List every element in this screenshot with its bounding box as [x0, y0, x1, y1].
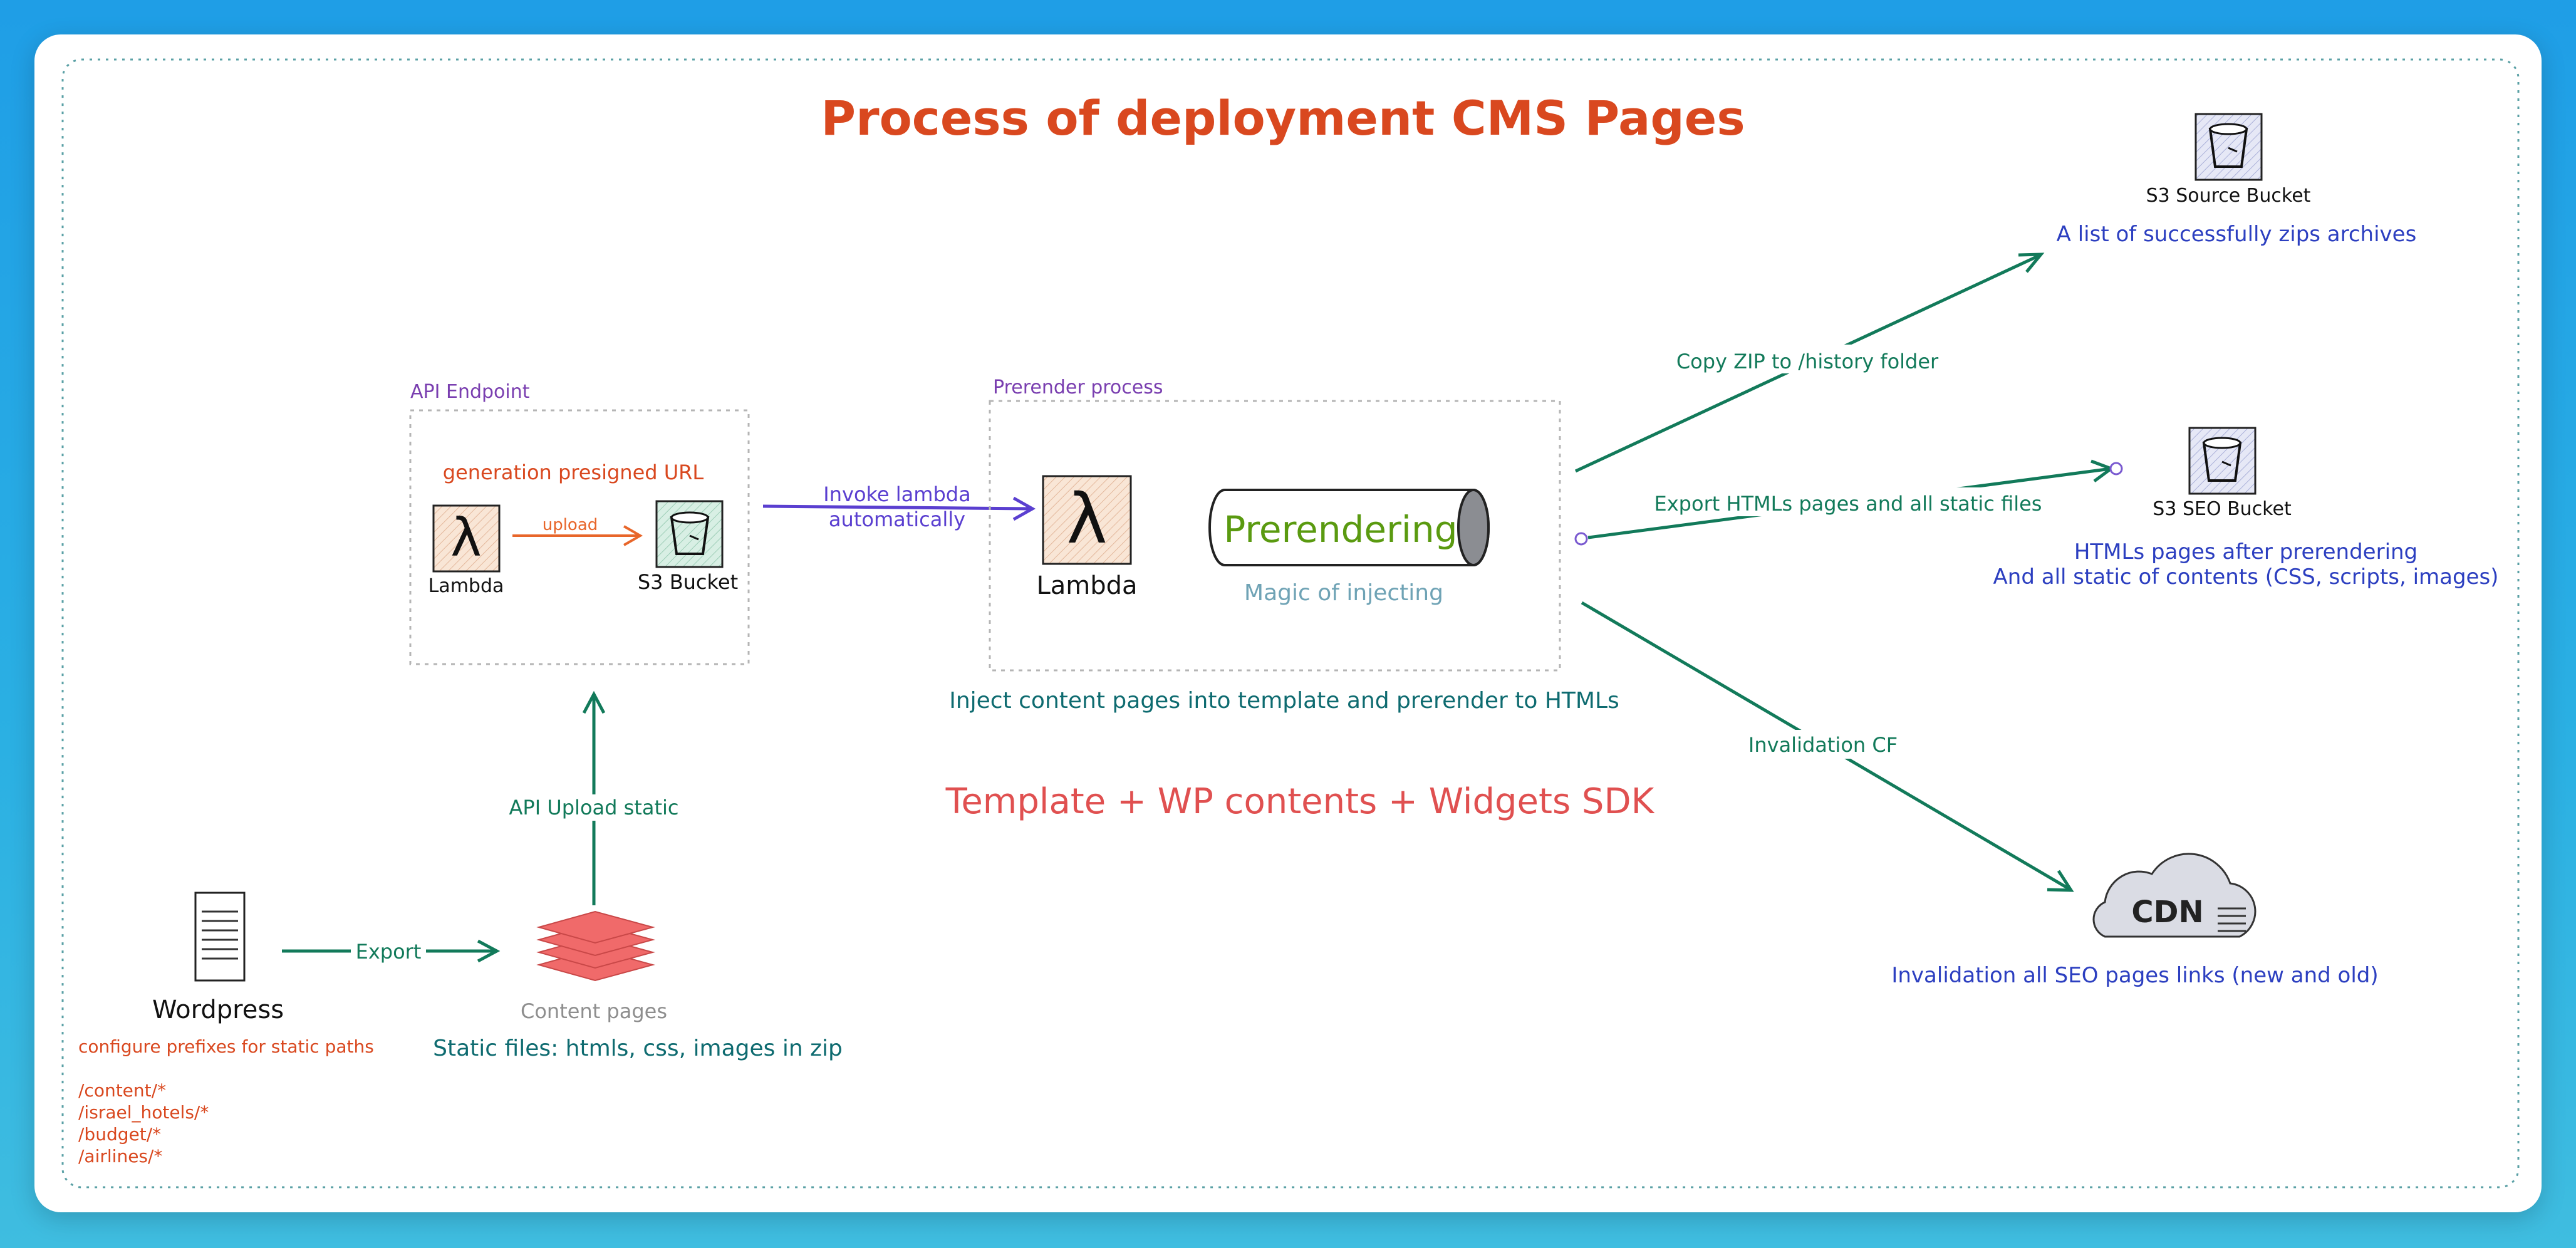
prerendering-label: Prerendering	[1223, 508, 1457, 551]
s3-source-bucket-label: S3 Source Bucket	[2146, 185, 2311, 207]
diagram-title: Process of deployment CMS Pages	[821, 90, 1745, 146]
lambda-api-icon: λ	[432, 504, 501, 573]
prerender-group	[989, 400, 1561, 672]
export-htmls-start-dot	[1574, 532, 1588, 546]
s3-bucket-api-label: S3 Bucket	[638, 570, 738, 594]
wordpress-path: /israel_hotels/*	[78, 1102, 209, 1123]
invoke-label-line1: Invoke lambda	[823, 482, 970, 506]
wordpress-path: /airlines/*	[78, 1146, 162, 1167]
s3-source-caption: A list of successfully zips archives	[2057, 222, 2417, 247]
s3-bucket-api-icon	[655, 500, 724, 568]
wordpress-note: configure prefixes for static paths	[78, 1036, 374, 1057]
presigned-url-heading: generation presigned URL	[443, 460, 704, 484]
s3-seo-caption: HTMLs pages after prerendering	[2074, 539, 2418, 564]
copy-zip-label: Copy ZIP to /history folder	[1676, 350, 1939, 373]
content-pages-icon	[536, 910, 655, 982]
wordpress-path: /content/*	[78, 1080, 166, 1101]
prerender-group-label: Prerender process	[993, 377, 1163, 398]
formula: Template + WP contents + Widgets SDK	[945, 781, 1655, 822]
wordpress-path: /budget/*	[78, 1124, 161, 1145]
api-endpoint-group	[409, 409, 750, 665]
invalidation-label: Invalidation CF	[1748, 733, 1898, 757]
export-label: Export	[356, 940, 422, 964]
s3-seo-bucket-label: S3 SEO Bucket	[2153, 498, 2292, 520]
prerender-caption: Inject content pages into template and p…	[949, 688, 1619, 714]
diagram-card	[34, 34, 2542, 1212]
prerendering-cylinder	[1208, 489, 1490, 566]
lambda-prerender-icon: λ	[1042, 475, 1132, 565]
api-upload-label: API Upload static	[509, 796, 679, 819]
s3-seo-bucket-icon	[2188, 427, 2257, 495]
export-htmls-label: Export HTMLs pages and all static files	[1654, 492, 2042, 516]
wordpress-label: Wordpress	[152, 996, 284, 1024]
lambda-api-label: Lambda	[428, 575, 504, 597]
wordpress-server-icon	[194, 892, 246, 982]
cdn-label: CDN	[2131, 895, 2203, 930]
s3-seo-caption: And all static of contents (CSS, scripts…	[1993, 564, 2499, 590]
upload-label: upload	[543, 516, 598, 534]
svg-text:λ: λ	[450, 507, 482, 568]
cdn-cloud-icon	[2092, 853, 2257, 938]
svg-text:λ: λ	[1066, 479, 1107, 559]
magic-label: Magic of injecting	[1244, 580, 1443, 606]
content-pages-label: Content pages	[521, 999, 667, 1023]
invoke-label-line2: automatically	[829, 507, 965, 531]
lambda-prerender-label: Lambda	[1036, 571, 1137, 600]
s3-source-bucket-icon	[2194, 113, 2263, 181]
invoke-arrow	[762, 504, 1031, 511]
api-endpoint-group-label: API Endpoint	[410, 381, 530, 403]
content-pages-caption: Static files: htmls, css, images in zip	[433, 1036, 843, 1061]
cdn-caption: Invalidation all SEO pages links (new an…	[1891, 963, 2378, 988]
